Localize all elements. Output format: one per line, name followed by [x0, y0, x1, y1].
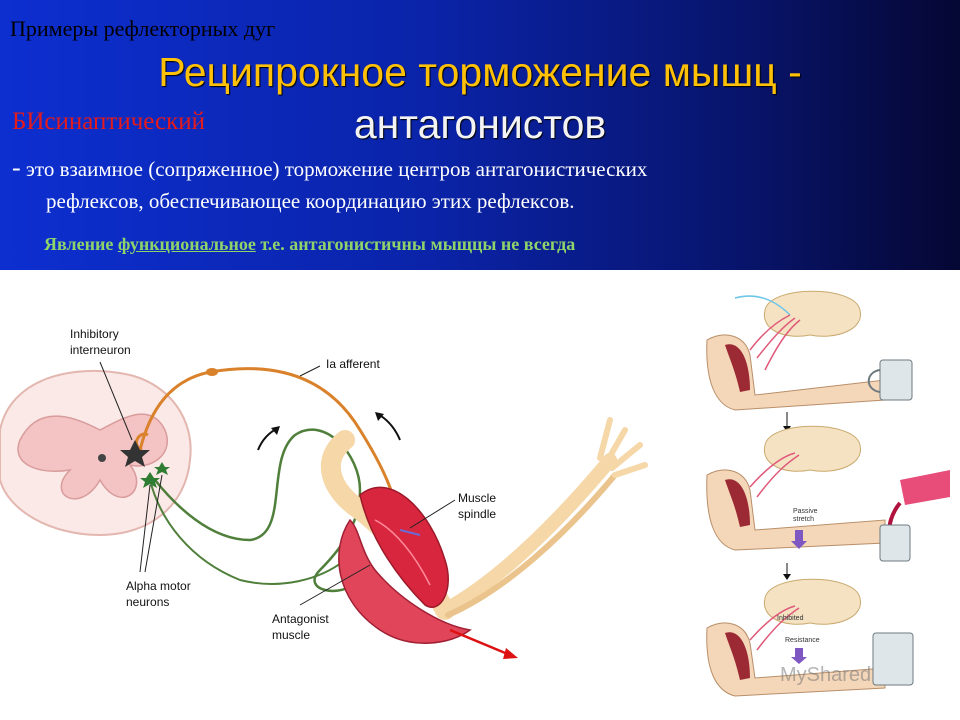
note-suffix: т.е. антагонистичны мыщцы не всегда — [255, 234, 576, 254]
label-muscle-spindle-line2: spindle — [458, 507, 496, 521]
cup-icon-1 — [879, 359, 913, 401]
cup-icon-3 — [872, 632, 914, 686]
slide-subtitle: Примеры рефлекторных дуг — [10, 16, 276, 41]
resistance-label: Resistance — [785, 637, 820, 644]
functional-note: Явление функциональное т.е. антагонистич… — [44, 234, 575, 255]
label-alpha-line2: neurons — [126, 595, 169, 609]
step-1-panel — [706, 290, 913, 411]
label-ia-afferent: Ia afferent — [326, 357, 380, 371]
bisynaptic-label: БИсинаптический — [12, 108, 206, 135]
definition-dash: - — [12, 153, 21, 182]
arm-skeleton — [320, 417, 648, 620]
step-3-panel: Inhibited Resistance — [706, 578, 914, 697]
note-prefix: Явление — [44, 234, 118, 254]
watermark: MyShared — [780, 664, 872, 686]
title-line-1: Реципрокное торможение мышц - — [158, 49, 802, 95]
ia-afferent-fiber — [138, 367, 402, 526]
inhibited-label: Inhibited — [777, 615, 804, 622]
title-line-2: антагонистов — [353, 101, 607, 147]
stretch-arrow-icon — [449, 628, 511, 657]
dorsal-root-ganglion-icon — [206, 368, 218, 376]
resistance-arrow-icon — [795, 648, 803, 658]
antagonist-muscle — [338, 518, 472, 644]
definition-line-2: рефлексов, обеспечивающее координацию эт… — [46, 189, 575, 213]
label-antagonist-line1: Antagonist — [272, 612, 329, 626]
label-inhibitory-line1: Inhibitory — [70, 327, 119, 341]
reflex-arc-diagram: Inhibitory interneuron Ia afferent Muscl… — [0, 327, 648, 659]
alpha-motor-fiber — [154, 428, 362, 593]
passive-stretch-arrow-icon — [795, 530, 803, 542]
label-antagonist-line2: muscle — [272, 628, 310, 642]
carton-icon — [900, 470, 950, 505]
passive-stretch-label-2: stretch — [793, 516, 814, 523]
spinal-cord-section — [0, 369, 192, 537]
slide-header: Примеры рефлекторных дуг Реципрокное тор… — [0, 0, 960, 270]
passive-stretch-label-1: Passive — [793, 508, 818, 515]
afferent-arrow-icon — [377, 413, 401, 441]
label-alpha-line1: Alpha motor — [126, 579, 191, 593]
cup-icon-2 — [879, 524, 911, 562]
definition-line-1: это взаимное (сопряженное) торможение це… — [20, 157, 648, 181]
inhibitory-interneuron-icon — [120, 440, 150, 467]
label-inhibitory-line2: interneuron — [70, 343, 131, 357]
slide-title: Реципрокное торможение мышц - антагонист… — [0, 46, 960, 150]
step-2-panel: Passive stretch — [706, 425, 950, 562]
alpha-motor-neuron-icon — [140, 462, 170, 488]
muscle-spindle-icon — [399, 529, 421, 536]
label-muscle-spindle-line1: Muscle — [458, 491, 496, 505]
reflex-steps-panel: Passive stretch Inhibited Resistance — [706, 290, 950, 697]
note-link[interactable]: функциональное — [117, 234, 256, 254]
definition-text: - это взаимное (сопряженное) торможение … — [12, 152, 647, 217]
